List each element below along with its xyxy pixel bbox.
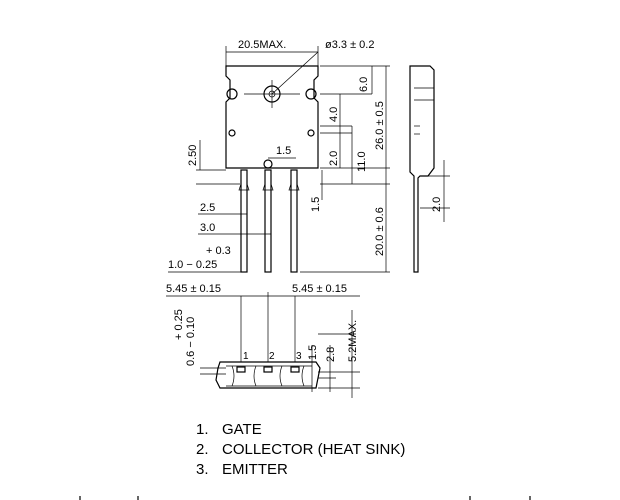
dim-26-0: 26.0 ± 0.5 [374, 101, 386, 150]
hole-diameter-label: ø3.3 ± 0.2 [325, 39, 374, 51]
width-max-label: 20.5MAX. [238, 39, 286, 51]
lead-1 [240, 169, 248, 273]
dim-1-5-lead: 1.5 [310, 197, 322, 212]
dim-1-5-bottom: 1.5 [307, 345, 319, 360]
pitch-left-label: 5.45 ± 0.15 [166, 283, 221, 295]
legend-item-emitter: 3. EMITTER [196, 461, 288, 478]
bottom-outline [215, 361, 321, 389]
legend-label-collector: COLLECTOR (HEAT SINK) [222, 441, 406, 458]
lead-thk-label: 0.6 − 0.10 [185, 317, 197, 366]
lead-3 [290, 169, 298, 273]
pad-2 [263, 366, 273, 373]
dim-2-50: 2.50 [187, 145, 199, 166]
dim-1-5-top: 1.5 [276, 145, 291, 157]
legend-item-gate: 1. GATE [196, 421, 262, 438]
front-view: 20.5MAX. ø3.3 ± 0.2 6.0 4.0 26.0 ± 0.5 2… [168, 39, 390, 273]
dim-5-2max: 5.2MAX. [347, 320, 359, 362]
lead-width-label: 1.0 − 0.25 [168, 259, 217, 271]
dim-6-0: 6.0 [358, 77, 370, 92]
pad-3 [290, 366, 300, 373]
lead-2 [264, 169, 272, 273]
side-view: 2.0 [409, 65, 450, 273]
dim-2-0-side: 2.0 [431, 197, 443, 212]
crop-marks [79, 496, 531, 500]
dim-11-0: 11.0 [356, 151, 368, 172]
dim-20-0: 20.0 ± 0.6 [374, 207, 386, 256]
pin-number-1: 1 [243, 351, 249, 362]
dim-2-5: 2.5 [200, 202, 215, 214]
dim-2-0-body: 2.0 [328, 151, 340, 166]
pad-1 [236, 366, 246, 373]
legend-label-gate: GATE [222, 421, 262, 438]
pin-number-3: 3 [296, 351, 302, 362]
lead-tol-plus: + 0.3 [206, 245, 231, 257]
dim-3-0: 3.0 [200, 222, 215, 234]
pitch-right-label: 5.45 ± 0.15 [292, 283, 347, 295]
side-profile [409, 65, 435, 273]
hole-leader [271, 51, 319, 95]
dim-4-0: 4.0 [328, 107, 340, 122]
pin-number-2: 2 [269, 351, 275, 362]
pin-legend: 1. GATE 2. COLLECTOR (HEAT SINK) 3. EMIT… [196, 420, 405, 480]
lead-thk-tol: + 0.25 [173, 309, 185, 340]
bottom-view: 5.45 ± 0.15 5.45 ± 0.15 + 0.25 0.6 − 0.1… [166, 283, 360, 398]
dim-2-8: 2.8 [325, 347, 337, 362]
legend-label-emitter: EMITTER [222, 461, 288, 478]
legend-item-collector: 2. COLLECTOR (HEAT SINK) [196, 441, 406, 458]
package-body [225, 65, 319, 169]
